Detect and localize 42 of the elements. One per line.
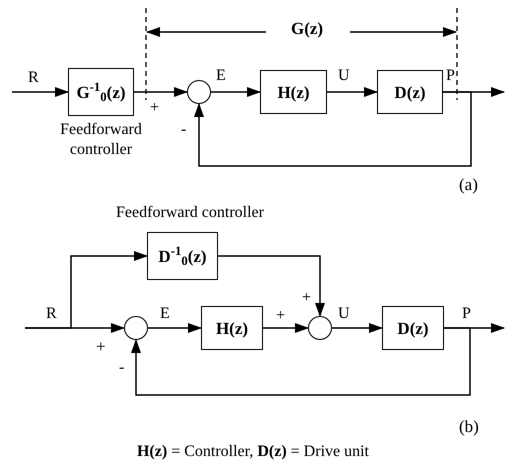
arrow xyxy=(218,255,325,317)
transfer-function-block xyxy=(382,306,444,350)
edge-label: U xyxy=(338,68,350,84)
block-caption: Feedforward controller xyxy=(115,203,265,223)
arrow xyxy=(194,91,472,167)
transfer-function-block xyxy=(68,68,134,116)
edge-label: E xyxy=(216,68,226,84)
arrow xyxy=(211,87,261,97)
edge-label: - xyxy=(181,122,186,138)
block-label: D(z) xyxy=(394,84,426,100)
edge-label: P xyxy=(446,68,455,84)
block-label: H(z) xyxy=(216,320,248,336)
summing-junction xyxy=(124,316,148,340)
block-label: H(z) xyxy=(277,84,310,100)
block-label: G$^{-1}$$_{0}$(z) xyxy=(76,84,126,100)
transfer-function-block xyxy=(201,306,263,350)
transfer-function-block xyxy=(147,232,218,280)
block-label: D$^{-1}$$_{0}$(z) xyxy=(158,248,207,264)
edge-label: + xyxy=(302,290,312,306)
edge-label: - xyxy=(119,360,124,376)
edge-label: + xyxy=(150,100,160,116)
summing-junction xyxy=(308,316,332,340)
transfer-function-block xyxy=(260,70,327,114)
arrow xyxy=(134,87,188,97)
edge-label: E xyxy=(160,306,170,322)
arrow xyxy=(327,87,378,97)
arrow xyxy=(12,87,69,97)
summing-junction xyxy=(187,80,211,104)
block-caption: Feedforward controller xyxy=(59,120,143,160)
edge-label: P xyxy=(462,306,471,322)
caption: H(z) = Controller, D(z) = Drive unit xyxy=(136,443,369,460)
arrow xyxy=(131,327,471,396)
edge-label: + xyxy=(276,308,286,324)
edge-label: R xyxy=(28,70,39,86)
edge-label: R xyxy=(46,306,57,322)
arrow xyxy=(148,323,202,333)
block-label: D(z) xyxy=(397,320,429,336)
arrow xyxy=(332,323,383,333)
arrow xyxy=(263,323,309,333)
arrow xyxy=(25,251,148,329)
transfer-function-block xyxy=(377,70,443,114)
edge-label: U xyxy=(338,306,350,322)
